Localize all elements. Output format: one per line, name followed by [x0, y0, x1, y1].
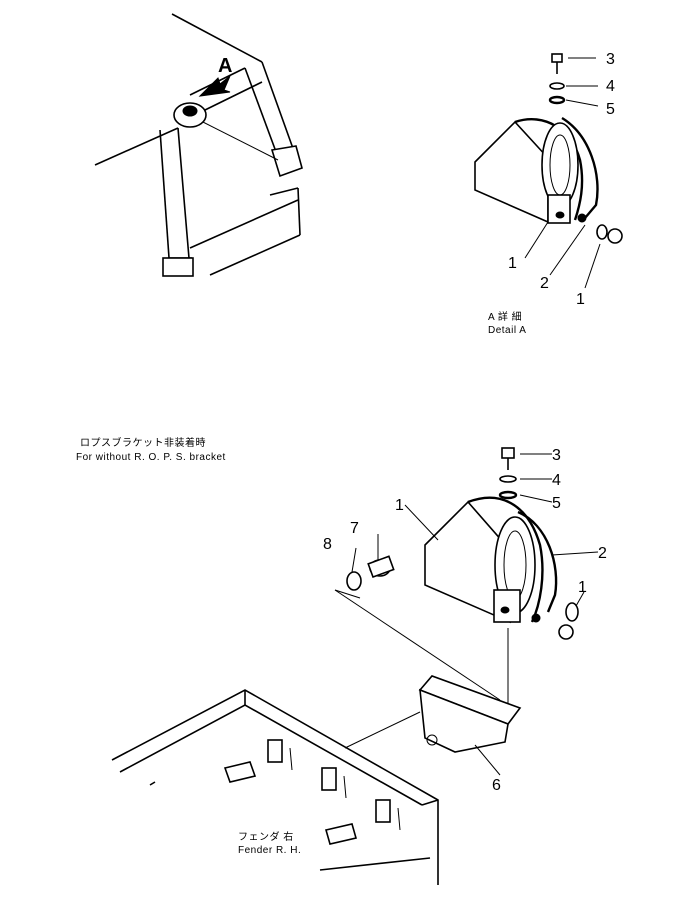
fender-caption-en: Fender R. H. — [238, 845, 301, 856]
detail-a-callout-5: 5 — [606, 101, 615, 118]
lower-callout-8: 8 — [323, 536, 332, 553]
detail-a-caption-jp: A 詳 細 — [488, 310, 522, 323]
detail-a-callout-4: 4 — [606, 78, 615, 95]
rops-overview — [94, 13, 303, 277]
lower-callout-2: 2 — [598, 545, 607, 562]
fender-rh — [111, 689, 439, 885]
lower-callout-3: 3 — [552, 447, 561, 464]
lower-assembly — [334, 447, 599, 776]
lower-callout-4: 4 — [552, 472, 561, 489]
lower-callout-1a: 1 — [395, 497, 404, 514]
lower-title-en: For without R. O. P. S. bracket — [76, 452, 226, 463]
view-marker-label: A — [218, 55, 232, 77]
detail-a-callout-1a: 1 — [508, 255, 517, 272]
lower-callout-1b: 1 — [578, 579, 587, 596]
lower-title-jp: ロプスブラケット非装着時 — [80, 436, 206, 449]
detail-a-callout-2: 2 — [540, 275, 549, 292]
view-arrow-icon — [198, 75, 231, 97]
lower-callout-6: 6 — [492, 777, 501, 794]
lower-callout-5: 5 — [552, 495, 561, 512]
detail-a-caption-en: Detail A — [488, 325, 526, 336]
detail-a-assembly — [474, 53, 623, 289]
lower-callout-7: 7 — [350, 520, 359, 537]
detail-a-callout-3: 3 — [606, 51, 615, 68]
fender-caption-jp: フェンダ 右 — [238, 830, 294, 843]
detail-a-callout-1b: 1 — [576, 291, 585, 308]
